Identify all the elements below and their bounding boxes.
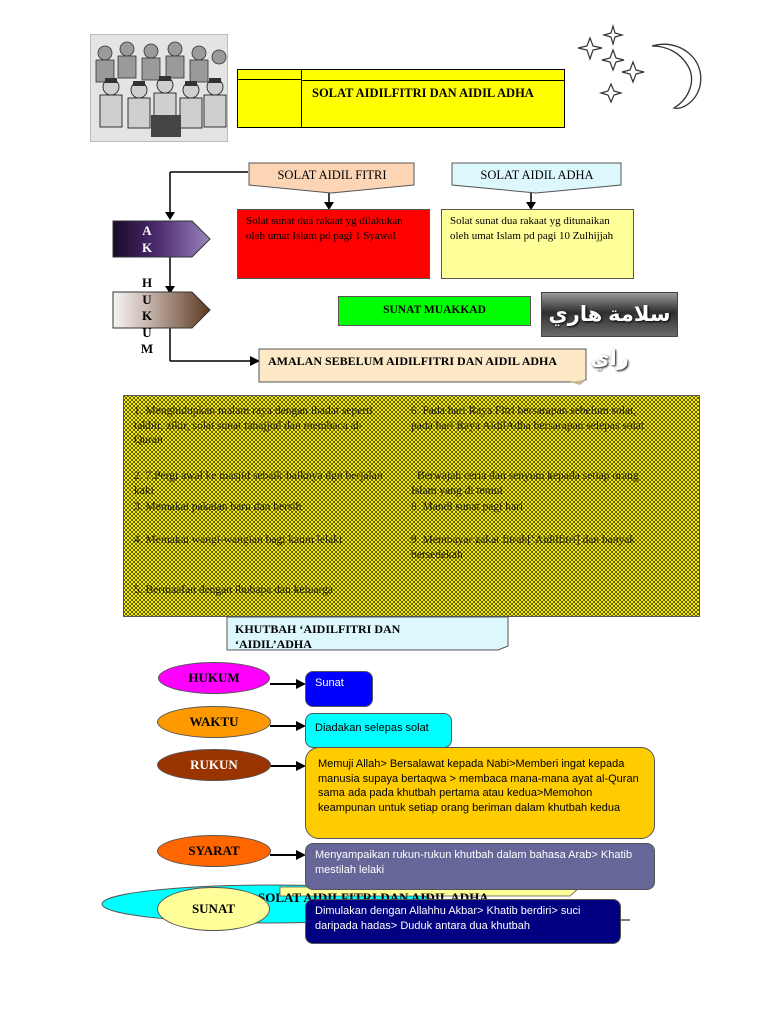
title-table: SOLAT AIDILFITRI DAN AIDIL ADHA	[237, 69, 565, 128]
arabic-greeting-banner: سلامة هاري راي	[541, 292, 678, 370]
adha-description: Solat sunat dua rakaat yg ditunaikan ole…	[441, 209, 634, 279]
fitri-description: Solat sunat dua rakaat yg dilakukan oleh…	[237, 209, 430, 279]
amalan-item-right: Berwajah ceria dan senyum kepada setiap …	[411, 470, 639, 497]
waktu-value-box: Diadakan selepas solat	[305, 713, 452, 748]
hukum-vertical-label: H U K U M	[140, 275, 154, 356]
amalan-item-left: 1. Menghidupkan malam raya dengan ibadat…	[134, 405, 373, 446]
amalan-item-left: 2. 7.Pergi awal ke masjid sebaik-baiknya…	[134, 470, 383, 497]
adha-header-shape	[451, 162, 622, 194]
hukum-value-badge: SUNAT MUAKKAD	[338, 296, 531, 326]
amalan-item-right: 8. Mandi sunat pagi hari	[411, 501, 524, 513]
hukum-value-box: Sunat	[305, 671, 373, 707]
amalan-item-right: 9. Membayar zakat fitrah[‘Aidilfitri] da…	[411, 534, 636, 561]
title-table-cell	[238, 70, 302, 80]
khutbah-header-shape	[226, 616, 509, 651]
syarat-oval: SYARAT	[157, 835, 271, 867]
fitri-header: SOLAT AIDIL FITRI	[277, 168, 387, 182]
amalan-header: AMALAN SEBELUM AIDILFITRI DAN AIDIL ADHA	[268, 354, 558, 368]
sunat-oval: SUNAT	[157, 887, 270, 931]
syarat-value-box: Menyampaikan rukun-rukun khutbah dalam b…	[305, 843, 655, 890]
amalan-list-box: 1. Menghidupkan malam raya dengan ibadat…	[123, 395, 700, 617]
flow-connectors	[165, 171, 536, 366]
sunat-value-box: Dimulakan dengan Allahhu Akbar> Khatib b…	[305, 899, 621, 944]
amalan-header-shape	[258, 348, 587, 385]
ak-label: A K	[141, 223, 153, 255]
amalan-item-left: 3. Memakai pakaian baru dan bersih	[134, 501, 302, 513]
title-table-cell	[238, 80, 302, 127]
people-praying-illustration	[90, 34, 228, 142]
amalan-item-left: 4. Memakai wangi-wangian bagi kaum lelak…	[134, 534, 343, 546]
hukum-arrow-shape	[112, 291, 211, 329]
hukum-oval: HUKUM	[158, 662, 270, 694]
page-title: SOLAT AIDILFITRI DAN AIDIL ADHA	[312, 86, 534, 100]
rukun-oval: RUKUN	[157, 749, 271, 781]
rukun-value-box: Memuji Allah> Bersalawat kepada Nabi>Mem…	[305, 747, 655, 839]
khutbah-header: KHUTBAH ‘AIDILFITRI DAN ‘AIDIL’ADHA	[235, 622, 401, 651]
amalan-item-right: 6. Pada hari Raya Fitri bersarapan sebel…	[411, 405, 645, 432]
waktu-oval: WAKTU	[157, 706, 271, 738]
stars-icon	[577, 23, 645, 104]
title-table-cell	[302, 70, 564, 81]
fitri-header-shape	[248, 162, 415, 194]
arabic-greeting-text: سلامة هاري راي	[548, 303, 671, 370]
adha-header: SOLAT AIDIL ADHA	[480, 168, 594, 182]
amalan-item-left: 5. Bermaafan dengan ibubapa dan keluarga	[134, 584, 334, 596]
ak-arrow-shape	[112, 220, 211, 258]
crescent-moon-icon	[651, 43, 702, 109]
